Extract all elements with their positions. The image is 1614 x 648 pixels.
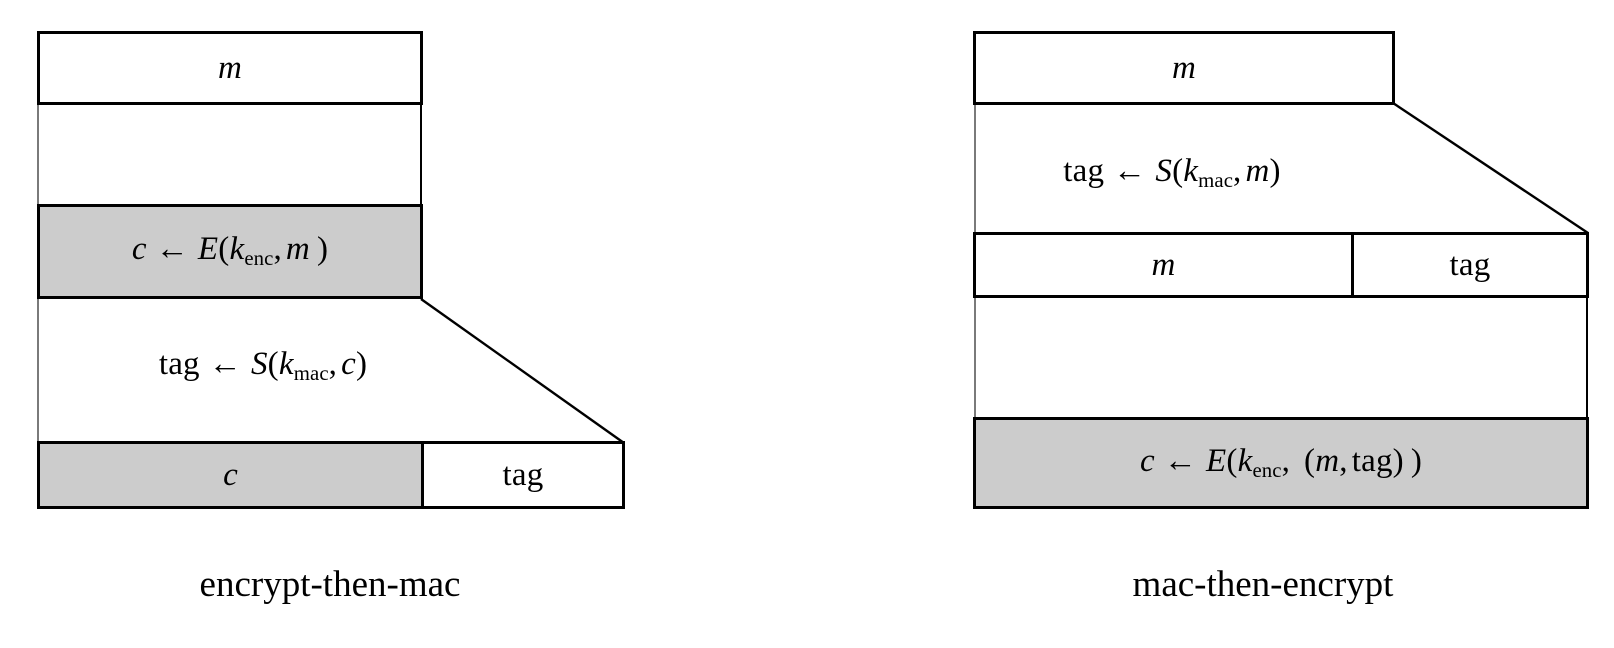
- left-output-ciphertext-label: c: [223, 456, 238, 493]
- left-output-tag-label: tag: [502, 456, 544, 493]
- right-caption: mac-then-encrypt: [1132, 564, 1394, 605]
- left-encrypt-formula: c←E(kenc,m): [131, 231, 329, 270]
- right-mid-message-cell: m: [976, 235, 1351, 295]
- left-message-label: m: [217, 49, 243, 86]
- left-output-box: c tag: [37, 441, 625, 509]
- left-spine-connector-lower: [37, 297, 39, 443]
- left-output-tag-cell: tag: [421, 444, 622, 506]
- left-mac-annotation: tag←S(kmac,c): [158, 346, 368, 385]
- right-mid-message-label: m: [1151, 246, 1176, 283]
- right-mid-box: m tag: [973, 232, 1589, 298]
- left-message-box: m: [37, 31, 423, 105]
- left-spine-connector-upper: [37, 103, 39, 206]
- right-spine-connector-lower: [974, 297, 976, 418]
- right-mid-tag-cell: tag: [1351, 235, 1586, 295]
- right-message-label: m: [1171, 49, 1197, 86]
- left-output-ciphertext-cell: c: [40, 444, 421, 506]
- left-right-spine-connector-upper: [420, 103, 422, 206]
- left-caption: encrypt-then-mac: [199, 564, 461, 605]
- right-message-box: m: [973, 31, 1395, 105]
- right-encrypt-formula: c←E(kenc,(m,tag)): [1139, 442, 1423, 482]
- left-encrypt-box: c←E(kenc,m): [37, 204, 423, 299]
- right-mac-annotation: tag←S(kmac,m): [1063, 153, 1281, 192]
- right-encrypt-box: c←E(kenc,(m,tag)): [973, 417, 1589, 509]
- right-mid-tag-label: tag: [1449, 246, 1491, 283]
- right-spine-connector-upper: [974, 103, 976, 233]
- right-right-spine-connector-lower: [1586, 297, 1588, 418]
